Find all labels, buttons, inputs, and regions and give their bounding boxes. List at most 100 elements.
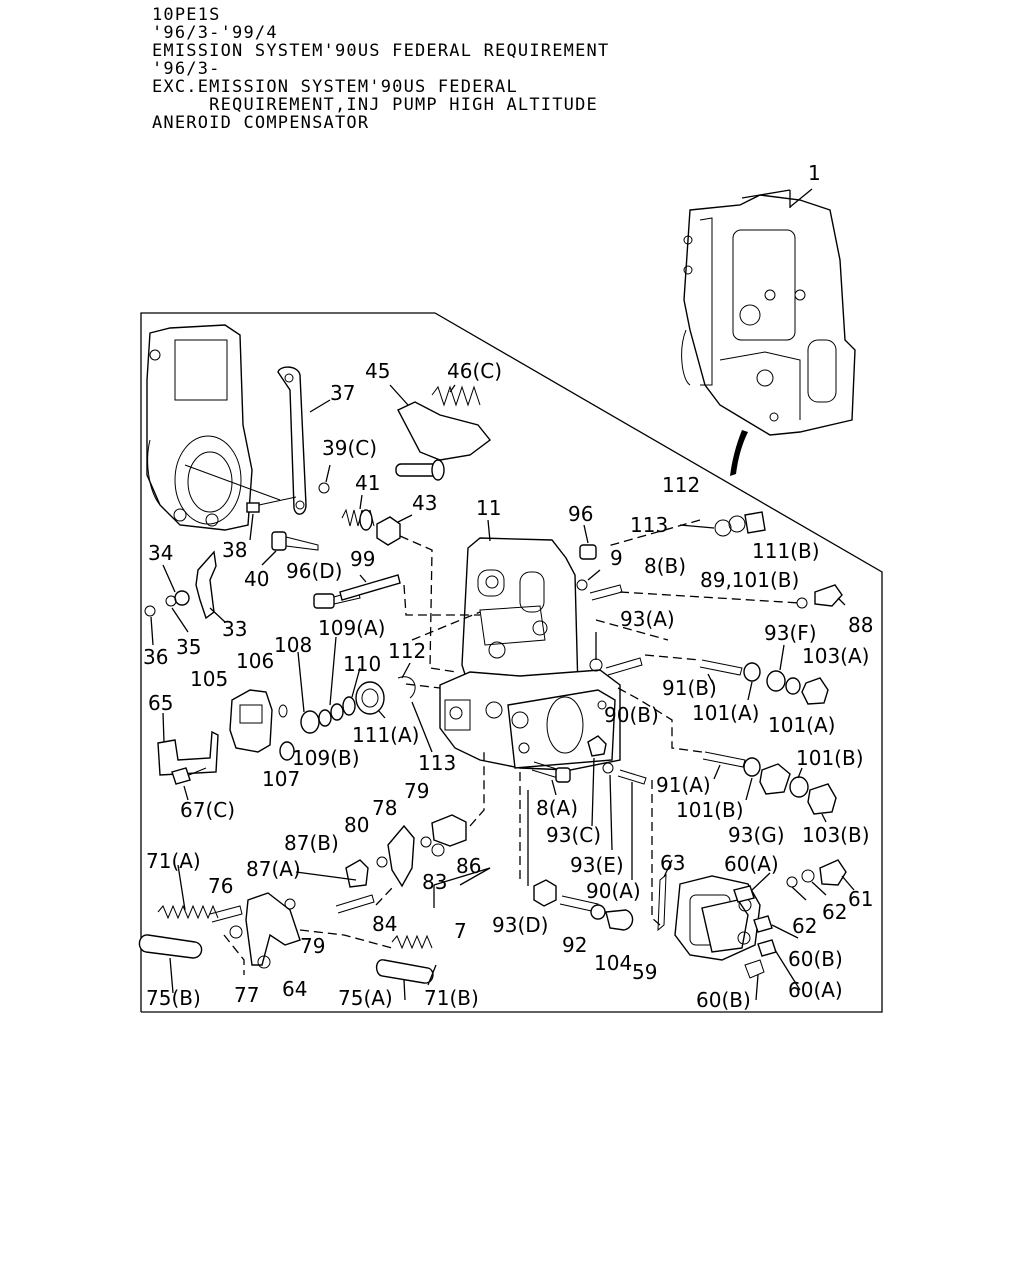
callout-93g: 93(G) <box>728 823 785 847</box>
callout-59: 59 <box>632 960 657 984</box>
header-line-requirement: REQUIREMENT,INJ PUMP HIGH ALTITUDE <box>152 95 598 115</box>
part-38-pin <box>246 496 297 541</box>
callout-36: 36 <box>143 645 168 669</box>
callout-96d: 96(D) <box>286 559 342 583</box>
callout-112-mid: 112 <box>388 639 426 663</box>
callout-91a: 91(A) <box>656 773 711 797</box>
callout-45: 45 <box>365 359 390 383</box>
callout-113-top: 113 <box>630 513 668 537</box>
upper-right-fasteners <box>576 511 846 609</box>
part-41-spring <box>341 494 375 531</box>
governor-block <box>439 669 621 771</box>
callout-75a: 75(A) <box>338 986 393 1010</box>
callout-107: 107 <box>262 767 300 791</box>
callout-80: 80 <box>344 813 369 837</box>
callout-92: 92 <box>562 933 587 957</box>
callout-110: 110 <box>343 652 381 676</box>
part-40-bolt <box>261 531 319 566</box>
callout-9: 9 <box>610 546 623 570</box>
callout-96: 96 <box>568 502 593 526</box>
callout-90b: 90(B) <box>604 703 659 727</box>
callout-61: 61 <box>848 887 873 911</box>
assembly-guide-lines <box>223 519 801 975</box>
header-line-model: 10PE1S <box>152 5 221 25</box>
callout-108: 108 <box>274 633 312 657</box>
callout-112-top: 112 <box>662 473 700 497</box>
part-37-lever <box>277 366 331 515</box>
callout-33: 33 <box>222 617 247 641</box>
callout-37: 37 <box>330 381 355 405</box>
callout-60b-2: 60(B) <box>696 988 751 1012</box>
header-line-date-range: '96/3-'99/4 <box>152 23 278 43</box>
callout-71b: 71(B) <box>424 986 479 1010</box>
part-11-cover <box>461 519 579 706</box>
callout-103a: 103(A) <box>802 644 869 668</box>
callout-8b: 8(B) <box>644 554 686 578</box>
callout-1: 1 <box>808 161 821 185</box>
part-96d-99-bolts <box>313 574 401 609</box>
callout-91b: 91(B) <box>662 676 717 700</box>
part-105-106-107-65 <box>157 689 295 801</box>
callout-11: 11 <box>476 496 501 520</box>
part-45-46c-assembly <box>389 384 491 481</box>
callout-65: 65 <box>148 691 173 715</box>
part-108-113-seal-stack <box>297 636 433 753</box>
header-line-exc: EXC.EMISSION SYSTEM'90US FEDERAL <box>152 77 518 97</box>
part-59-aneroid <box>657 859 765 979</box>
callout-93e: 93(E) <box>570 853 624 877</box>
callout-75b: 75(B) <box>146 986 201 1010</box>
callout-63: 63 <box>660 851 685 875</box>
callout-109b: 109(B) <box>292 746 360 770</box>
part-43-nut <box>376 514 413 546</box>
springs-and-sleeves <box>138 864 437 1001</box>
callout-104: 104 <box>594 951 632 975</box>
callout-76: 76 <box>208 874 233 898</box>
callout-87b: 87(B) <box>284 831 339 855</box>
callout-79-top: 79 <box>404 779 429 803</box>
callout-77: 77 <box>234 983 259 1007</box>
callout-labels: 1 11 37 45 46(C) 39(C) 41 43 38 40 96(D)… <box>143 161 873 1012</box>
callout-79-bottom: 79 <box>300 934 325 958</box>
callout-88: 88 <box>848 613 873 637</box>
callout-67c: 67(C) <box>180 798 235 822</box>
header-line-aneroid: ANEROID COMPENSATOR <box>152 113 370 133</box>
callout-60a-2: 60(A) <box>788 978 843 1002</box>
callout-103b: 103(B) <box>802 823 870 847</box>
lower-linkage-parts <box>209 814 491 969</box>
governor-housing <box>146 324 281 531</box>
callout-62-a: 62 <box>792 914 817 938</box>
callout-105: 105 <box>190 667 228 691</box>
callout-62-b: 62 <box>822 900 847 924</box>
callout-113-mid: 113 <box>418 751 456 775</box>
callout-38: 38 <box>222 538 247 562</box>
lower-stud-and-nut-stack <box>702 751 837 823</box>
callout-101a-1: 101(A) <box>692 701 759 725</box>
header-line-date-from: '96/3- <box>152 59 221 79</box>
callout-101a-2: 101(A) <box>768 713 835 737</box>
callout-60a-1: 60(A) <box>724 852 779 876</box>
part-92-93d-104 <box>527 790 634 931</box>
callout-60b-1: 60(B) <box>788 947 843 971</box>
callout-86: 86 <box>456 854 481 878</box>
callout-83: 83 <box>422 870 447 894</box>
callout-109a: 109(A) <box>318 616 385 640</box>
callout-87a: 87(A) <box>246 857 301 881</box>
callout-93d: 93(D) <box>492 913 548 937</box>
part-60-62-fasteners <box>733 859 855 1001</box>
detail-frame <box>140 312 883 1013</box>
callout-101b-2: 101(B) <box>676 798 744 822</box>
callout-111a: 111(A) <box>352 723 419 747</box>
callout-93c: 93(C) <box>546 823 601 847</box>
callout-111b: 111(B) <box>752 539 820 563</box>
diagram-header: 10PE1S '96/3-'99/4 EMISSION SYSTEM'90US … <box>152 6 609 132</box>
callout-7: 7 <box>454 919 467 943</box>
callout-41: 41 <box>355 471 380 495</box>
callout-90a: 90(A) <box>586 879 641 903</box>
block-front-fasteners <box>531 735 647 880</box>
callout-64: 64 <box>282 977 307 1001</box>
part-33-36-small-parts <box>144 550 226 646</box>
callout-43: 43 <box>412 491 437 515</box>
header-line-emission: EMISSION SYSTEM'90US FEDERAL REQUIREMENT <box>152 41 610 61</box>
callout-35: 35 <box>176 635 201 659</box>
